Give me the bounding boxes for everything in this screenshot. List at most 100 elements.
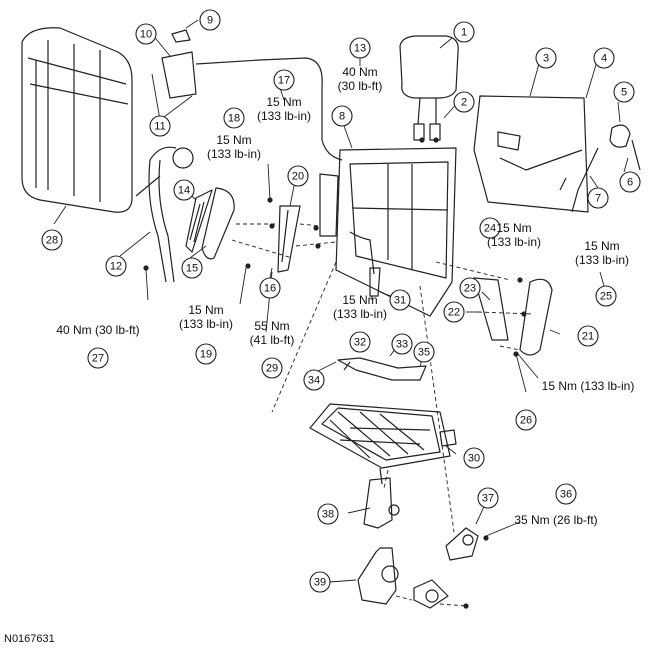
callout-28: 28 <box>41 229 63 251</box>
callout-circle <box>317 503 339 525</box>
callout-circle <box>391 333 413 355</box>
callout-4: 4 <box>593 47 615 69</box>
callout-number: 18 <box>228 113 240 125</box>
callout-circle <box>619 171 641 193</box>
callout-17: 17 <box>273 69 295 91</box>
latch-drawing <box>161 29 197 99</box>
callout-34: 34 <box>303 369 325 391</box>
callout-number: 25 <box>600 291 612 303</box>
callout-circle <box>595 285 617 307</box>
callout-circle <box>453 91 475 113</box>
torque-24-line2: (133 lb-in) <box>487 235 541 249</box>
callout-circle <box>587 187 609 209</box>
cable-drawing <box>195 57 343 161</box>
callout-number: 36 <box>560 489 572 501</box>
back-panel-drawing <box>473 95 589 213</box>
headrest-drawing <box>399 35 459 141</box>
callout-number: 15 <box>186 263 198 275</box>
callout-26: 26 <box>515 409 537 431</box>
torque-17-line1: 15 Nm <box>266 95 301 109</box>
callout-19: 19 <box>195 343 217 365</box>
callout-38: 38 <box>317 503 339 525</box>
callout-circle <box>199 9 221 31</box>
callout-9: 9 <box>199 9 221 31</box>
callout-number: 5 <box>621 87 627 99</box>
callout-number: 7 <box>595 193 601 205</box>
callout-circle <box>303 369 325 391</box>
torque-26-label: 15 Nm (133 lb-in) <box>542 379 635 393</box>
seatback-cushion-drawing <box>21 27 133 213</box>
callout-31: 31 <box>389 289 411 311</box>
callout-circle <box>349 37 371 59</box>
callout-25: 25 <box>595 285 617 307</box>
callout-number: 9 <box>207 15 213 27</box>
callout-circle <box>413 341 435 363</box>
callout-circle <box>463 447 485 469</box>
torque-25-line1: 15 Nm <box>584 239 619 253</box>
callout-circle <box>613 81 635 103</box>
figure-id: N0167631 <box>4 633 55 645</box>
callout-circle <box>259 277 281 299</box>
callout-number: 39 <box>314 577 326 589</box>
callout-13: 13 <box>349 37 371 59</box>
callout-32: 32 <box>349 331 371 353</box>
callout-14: 14 <box>173 179 195 201</box>
callout-circle <box>105 255 127 277</box>
callout-12: 12 <box>105 255 127 277</box>
callout-number: 11 <box>154 121 165 133</box>
torque-17-line2: (133 lb-in) <box>257 109 311 123</box>
cross-tube-drawing <box>337 357 427 381</box>
callout-number: 35 <box>418 347 430 359</box>
torque-24-line1: 15 Nm <box>496 221 531 235</box>
callout-35: 35 <box>413 341 435 363</box>
callout-number: 32 <box>354 337 366 349</box>
callout-number: 28 <box>46 235 58 247</box>
callout-number: 3 <box>543 53 549 65</box>
callout-circle <box>149 115 171 137</box>
callout-2: 2 <box>453 91 475 113</box>
callout-number: 2 <box>461 97 467 109</box>
callout-circle <box>477 487 499 509</box>
callout-circle <box>577 325 599 347</box>
fasteners <box>143 137 527 609</box>
callout-number: 6 <box>627 177 633 189</box>
callout-39: 39 <box>309 571 331 593</box>
torque-25-line2: (133 lb-in) <box>575 253 629 267</box>
callout-24: 24 <box>479 217 501 239</box>
leader-lines <box>53 19 629 583</box>
callout-circle <box>195 343 217 365</box>
pivot-bracket-drawing <box>445 527 479 561</box>
seatbelt-drawing <box>135 146 194 283</box>
release-handle-drawing <box>571 124 641 213</box>
callout-16: 16 <box>259 277 281 299</box>
torque-labels: 40 Nm (30 lb-ft) 15 Nm (133 lb-in) 15 Nm… <box>56 65 634 527</box>
callout-number: 22 <box>448 307 460 319</box>
torque-13-line2: (30 lb-ft) <box>338 79 383 93</box>
callout-circle <box>443 301 465 323</box>
callout-1: 1 <box>453 21 475 43</box>
callout-number: 24 <box>484 223 496 235</box>
callout-5: 5 <box>613 81 635 103</box>
callout-circle <box>459 277 481 299</box>
callout-circle <box>287 165 309 187</box>
callout-circle <box>479 217 501 239</box>
callout-number: 30 <box>468 453 480 465</box>
callout-22: 22 <box>443 301 465 323</box>
torque-18-line1: 15 Nm <box>216 133 251 147</box>
callout-number: 23 <box>464 283 476 295</box>
callout-27: 27 <box>87 347 109 369</box>
torque-29-line1: 55 Nm <box>254 319 289 333</box>
callout-circle <box>593 47 615 69</box>
callout-circle <box>273 69 295 91</box>
seatback-frame-drawing <box>319 147 457 317</box>
callout-21: 21 <box>577 325 599 347</box>
seat-pan-drawing <box>309 403 457 469</box>
callout-number: 26 <box>520 415 532 427</box>
callout-18: 18 <box>223 107 245 129</box>
callout-10: 10 <box>135 23 157 45</box>
callout-circle <box>87 347 109 369</box>
callout-number: 8 <box>339 111 345 123</box>
callout-number: 4 <box>601 53 607 65</box>
torque-29-line2: (41 lb-ft) <box>250 333 295 347</box>
